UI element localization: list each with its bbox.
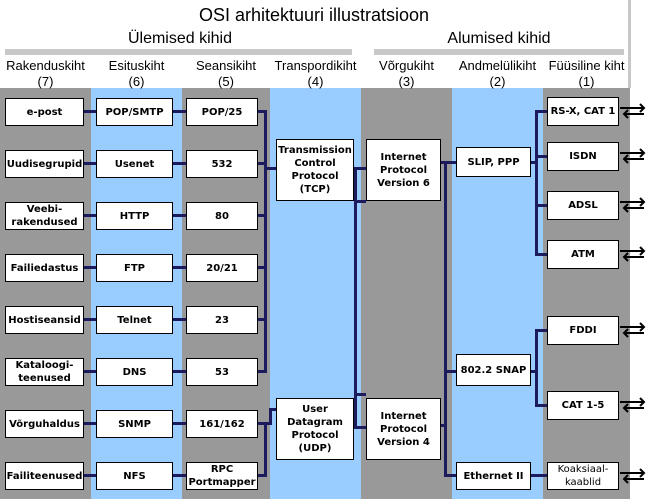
tcp-to-bus bbox=[354, 167, 366, 170]
row-line-8 bbox=[84, 474, 267, 477]
layer-label-4: Transpordikiht(4) bbox=[274, 58, 357, 89]
phys-link-3 bbox=[535, 204, 547, 207]
physical-box-rs-x-cat1: RS-X, CAT 1 bbox=[547, 97, 619, 126]
udp-bus-link-b bbox=[269, 408, 278, 411]
upper-layers-bar bbox=[5, 49, 352, 55]
session-box-20-21: 20/21 bbox=[186, 254, 258, 282]
app-box-email: e-post bbox=[5, 98, 84, 126]
layer-label-6: Esituskiht(6) bbox=[108, 58, 165, 89]
transport-box-udp: User Datagram Protocol (UDP) bbox=[276, 398, 354, 460]
pres-box-snmp: SNMP bbox=[96, 410, 173, 438]
datalink-box-802-2-snap: 802.2 SNAP bbox=[456, 354, 531, 386]
physical-box-coaxial-cables: Koaksiaal-kaablid bbox=[547, 462, 619, 490]
pres-box-dns: DNS bbox=[96, 358, 173, 386]
app-box-host-sessions: Hostiseansid bbox=[5, 306, 84, 334]
session-box-532: 532 bbox=[186, 150, 258, 178]
app-box-web-apps: Veebi-rakendused bbox=[5, 202, 84, 230]
tcp-bus-link bbox=[264, 167, 278, 170]
double-arrow-icon bbox=[620, 322, 646, 338]
double-arrow-icon bbox=[620, 468, 646, 484]
udp-to-bus bbox=[354, 426, 366, 429]
double-arrow-icon bbox=[620, 148, 646, 164]
slip-phys-bus bbox=[535, 110, 538, 256]
phys-link-1 bbox=[535, 110, 547, 113]
app-box-network-management: Võrguhaldus bbox=[5, 410, 84, 438]
physical-box-atm: ATM bbox=[547, 240, 619, 269]
pres-box-nfs: NFS bbox=[96, 462, 173, 490]
row-line-2 bbox=[84, 162, 267, 165]
layer-label-1: Füüsiline kiht(1) bbox=[548, 58, 625, 89]
pres-box-pop-smtp: POP/SMTP bbox=[96, 98, 173, 126]
slip-out bbox=[531, 161, 538, 164]
lower-layers-bar bbox=[374, 49, 624, 55]
datalink-box-ethernet-ii: Ethernet II bbox=[456, 462, 531, 490]
pres-box-http: HTTP bbox=[96, 202, 173, 230]
app-box-file-services: Failiteenused bbox=[5, 462, 84, 490]
double-arrow-icon bbox=[620, 397, 646, 413]
bus-to-ipv6 bbox=[354, 200, 366, 203]
snap-phys-bus bbox=[535, 329, 538, 407]
double-arrow-icon bbox=[620, 103, 646, 119]
phys-link-4 bbox=[535, 253, 547, 256]
diagram-title: OSI arhitektuuri illustratsioon bbox=[198, 5, 430, 25]
pres-box-ftp: FTP bbox=[96, 254, 173, 282]
network-datalink-bus bbox=[444, 161, 447, 477]
udp-bus-link-a bbox=[264, 422, 272, 425]
session-box-23: 23 bbox=[186, 306, 258, 334]
physical-box-fddi: FDDI bbox=[547, 316, 619, 345]
header-frame bbox=[628, 0, 631, 88]
udp-bus bbox=[264, 422, 267, 477]
double-arrow-icon bbox=[620, 246, 646, 262]
udp-bus-vert bbox=[269, 408, 272, 425]
tcp-bus bbox=[264, 110, 267, 373]
layer-label-7: Rakenduskiht(7) bbox=[6, 58, 85, 89]
transport-box-tcp: Transmission Control Protocol (TCP) bbox=[276, 139, 354, 201]
bus-to-ipv4 bbox=[354, 393, 366, 396]
row-line-4 bbox=[84, 266, 267, 269]
network-box-ipv4: Internet Protocol Version 4 bbox=[366, 398, 441, 460]
phys-link-6 bbox=[535, 404, 547, 407]
ipv6-link bbox=[440, 161, 456, 164]
double-arrow-icon bbox=[620, 197, 646, 213]
ipv4-link bbox=[440, 424, 447, 427]
session-box-pop25: POP/25 bbox=[186, 98, 258, 126]
phys-link-5 bbox=[535, 329, 547, 332]
snap-link bbox=[444, 370, 456, 373]
layer-label-3: Võrgukiht(3) bbox=[379, 58, 434, 89]
upper-layers-label: Ülemised kihid bbox=[127, 30, 233, 47]
physical-box-cat1-5: CAT 1-5 bbox=[547, 391, 619, 420]
app-box-directory-services: Kataloogi-teenused bbox=[5, 358, 84, 386]
pres-box-usenet: Usenet bbox=[96, 150, 173, 178]
ethernet-out bbox=[531, 474, 547, 477]
row-line-1 bbox=[84, 110, 267, 113]
lower-layers-label: Alumised kihid bbox=[447, 30, 551, 47]
app-box-file-transfer: Failiedastus bbox=[5, 254, 84, 282]
session-box-80: 80 bbox=[186, 202, 258, 230]
session-box-161-162: 161/162 bbox=[186, 410, 258, 438]
pres-box-telnet: Telnet bbox=[96, 306, 173, 334]
layer-label-2: Andmelülikiht(2) bbox=[458, 58, 537, 89]
row-line-6 bbox=[84, 370, 267, 373]
physical-box-adsl: ADSL bbox=[547, 191, 619, 220]
snap-out bbox=[531, 370, 538, 373]
ethernet-link bbox=[444, 474, 456, 477]
session-box-rpc-portmapper: RPC Portmapper bbox=[186, 462, 258, 490]
physical-box-isdn: ISDN bbox=[547, 142, 619, 171]
layer-label-5: Seansikiht(5) bbox=[196, 58, 256, 89]
network-box-ipv6: Internet Protocol Version 6 bbox=[366, 139, 441, 201]
app-box-newsgroups: Uudisegrupid bbox=[5, 150, 84, 178]
row-line-7 bbox=[84, 422, 267, 425]
row-line-3 bbox=[84, 214, 267, 217]
phys-link-2 bbox=[535, 155, 547, 158]
session-box-53: 53 bbox=[186, 358, 258, 386]
transport-network-bus bbox=[354, 167, 357, 429]
datalink-box-slip-ppp: SLIP, PPP bbox=[456, 147, 531, 177]
row-line-5 bbox=[84, 318, 267, 321]
